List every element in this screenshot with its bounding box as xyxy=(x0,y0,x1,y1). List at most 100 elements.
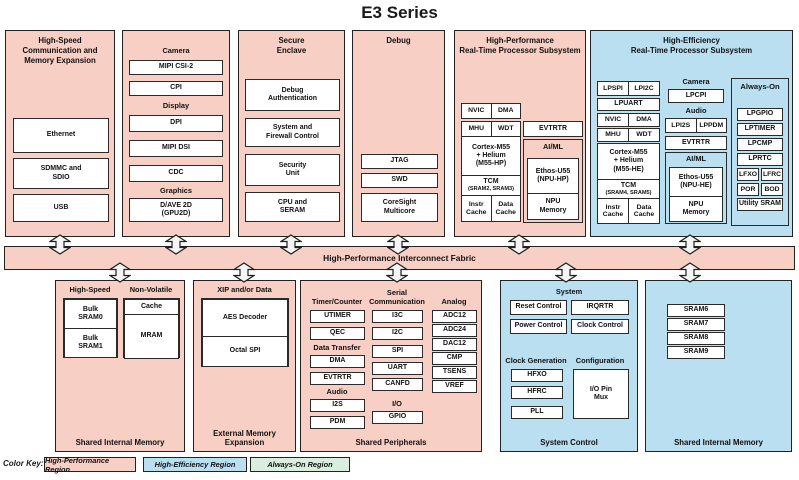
firewall-box: System and Firewall Control xyxy=(245,118,340,147)
nonvolatile-group: Cache MRAM xyxy=(123,298,180,359)
lpgpio-box: LPGPIO xyxy=(737,108,783,121)
uart-box: UART xyxy=(372,362,423,375)
block-external-memory: XIP and/or Data AES Decoder Octal SPI Ex… xyxy=(193,280,296,452)
security-unit-box: Security Unit xyxy=(245,154,340,186)
adc24-box: ADC24 xyxy=(432,324,477,337)
tcm-sub-label: (SRAM4, SRAM5) xyxy=(605,189,652,196)
utility-sram-box: Utility SRAM xyxy=(737,198,783,211)
lfxo-box: LFXO xyxy=(737,168,759,181)
i2s-box: I2S xyxy=(310,399,365,412)
lpi2c-box: LPI2C xyxy=(628,81,660,96)
aiml-header: AI/ML xyxy=(685,154,707,163)
always-on-group: Always-On LPGPIO LPTIMER LPCMP LPRTC LFX… xyxy=(731,78,789,226)
clock-generation-header: Clock Generation xyxy=(505,356,567,365)
hp-cache-row: Instr Cache Data Cache xyxy=(461,195,521,222)
lfrc-box: LFRC xyxy=(761,168,783,181)
ethos-u55-box: Ethos-U55 (NPU-HP) xyxy=(527,158,579,194)
reset-control-box: Reset Control xyxy=(510,300,567,315)
configuration-header: Configuration xyxy=(575,356,625,365)
lpuart-box: LPUART xyxy=(597,98,660,111)
he-mhu-wdt-row: MHU WDT xyxy=(597,128,660,142)
mram-box: MRAM xyxy=(124,314,179,359)
lpi2s-box: LPI2S xyxy=(665,118,697,133)
jtag-box: JTAG xyxy=(361,154,438,169)
page-title: E3 Series xyxy=(361,3,438,22)
always-on-header: Always-On xyxy=(740,82,780,91)
xip-header: XIP and/or Data xyxy=(217,285,272,294)
bidirectional-arrow-icon xyxy=(49,234,71,255)
dave2d-box: D/AVE 2D (GPU2D) xyxy=(129,198,223,222)
data-cache-box: Data Cache xyxy=(628,198,660,224)
he-aiml-group: AI/ML Ethos-U55 (NPU-HE) NPU Memory xyxy=(665,152,727,224)
cdc-box: CDC xyxy=(129,165,223,182)
he-tcm-box: TCM (SRAM4, SRAM5) xyxy=(597,179,660,199)
bidirectional-arrow-icon xyxy=(508,234,530,255)
pll-box: PLL xyxy=(511,406,563,419)
canfd-box: CANFD xyxy=(372,378,423,391)
cpu-seram-box: CPU and SERAM xyxy=(245,192,340,222)
xip-group: AES Decoder Octal SPI xyxy=(201,298,289,367)
adc12-box: ADC12 xyxy=(432,310,477,323)
lprtc-box: LPRTC xyxy=(737,153,783,166)
block-shared-memory-left: High-Speed Non-Volatile Bulk SRAM0 Bulk … xyxy=(55,280,185,452)
timer-counter-header: Timer/Counter xyxy=(311,297,363,306)
data-cache-box: Data Cache xyxy=(490,195,521,222)
hfrc-box: HFRC xyxy=(511,386,563,399)
lppdm-box: LPPDM xyxy=(695,118,727,133)
dma-box: DMA xyxy=(628,113,660,127)
mipi-csi2-box: MIPI CSI-2 xyxy=(129,60,223,75)
block-shared-memory-right: SRAM6 SRAM7 SRAM8 SRAM9 Shared Internal … xyxy=(645,280,792,452)
block-title: High-Speed Communication and Memory Expa… xyxy=(22,36,98,66)
spi-box: SPI xyxy=(372,345,423,358)
power-control-box: Power Control xyxy=(510,319,567,334)
he-cpu-box: Cortex-M55 + Helium (M55-HE) xyxy=(597,143,660,180)
display-header: Display xyxy=(162,101,190,110)
he-camera-header: Camera xyxy=(682,77,710,86)
system-header: System xyxy=(555,287,583,296)
hp-mhu-wdt-row: MHU WDT xyxy=(461,121,521,137)
por-box: POR xyxy=(737,183,759,196)
sram6-box: SRAM6 xyxy=(667,304,725,317)
i3c-box: I3C xyxy=(372,310,423,323)
cache-box: Cache xyxy=(124,299,179,315)
tcm-sub-label: (SRAM2, SRAM3) xyxy=(468,186,514,193)
block-footer: Shared Internal Memory xyxy=(674,438,763,448)
block-footer: Shared Peripherals xyxy=(355,438,427,448)
mhu-box: MHU xyxy=(597,128,629,142)
color-key-label: Color Key: xyxy=(3,459,44,468)
tsens-box: TSENS xyxy=(432,366,477,379)
qec-box: QEC xyxy=(310,327,365,340)
block-system-control: System Reset Control IRQRTR Power Contro… xyxy=(500,280,638,452)
wdt-box: WDT xyxy=(628,128,660,142)
instr-cache-box: Instr Cache xyxy=(597,198,629,224)
aiml-header: AI/ML xyxy=(542,142,564,151)
color-key-high-performance: High-Performance Region xyxy=(44,456,136,474)
block-debug: Debug JTAG SWD CoreSight Multicore xyxy=(352,30,445,237)
nvic-box: NVIC xyxy=(597,113,629,127)
he-nvic-dma-row: NVIC DMA xyxy=(597,113,660,127)
block-title: Debug xyxy=(386,36,411,45)
block-he-subsystem: High-Efficiency Real-Time Processor Subs… xyxy=(590,30,793,237)
block-footer: External Memory Expansion xyxy=(213,429,276,448)
coresight-box: CoreSight Multicore xyxy=(361,193,438,222)
lpspi-box: LPSPI xyxy=(597,81,629,96)
swd-box: SWD xyxy=(361,173,438,188)
bidirectional-arrow-icon xyxy=(679,262,701,283)
graphics-header: Graphics xyxy=(159,186,193,195)
lfxo-lfrc-row: LFXO LFRC xyxy=(737,168,783,181)
lpcpi-box: LPCPI xyxy=(668,89,724,103)
lptimer-box: LPTIMER xyxy=(737,123,783,136)
mipi-dsi-box: MIPI DSI xyxy=(129,140,223,157)
he-audio-row: LPI2S LPPDM xyxy=(665,118,727,133)
color-key-high-efficiency: High-Efficiency Region xyxy=(143,457,247,472)
hp-evtrtr-box: EVTRTR xyxy=(523,121,583,137)
utimer-box: UTIMER xyxy=(310,310,365,323)
dac12-box: DAC12 xyxy=(432,338,477,351)
clock-control-box: Clock Control xyxy=(571,319,629,334)
ethernet-box: Ethernet xyxy=(13,118,109,153)
hp-aiml-group: AI/ML Ethos-U55 (NPU-HP) NPU Memory xyxy=(523,139,583,223)
data-transfer-header: Data Transfer xyxy=(313,343,361,352)
color-key-always-on: Always-On Region xyxy=(250,457,350,472)
vref-box: VREF xyxy=(432,380,477,393)
